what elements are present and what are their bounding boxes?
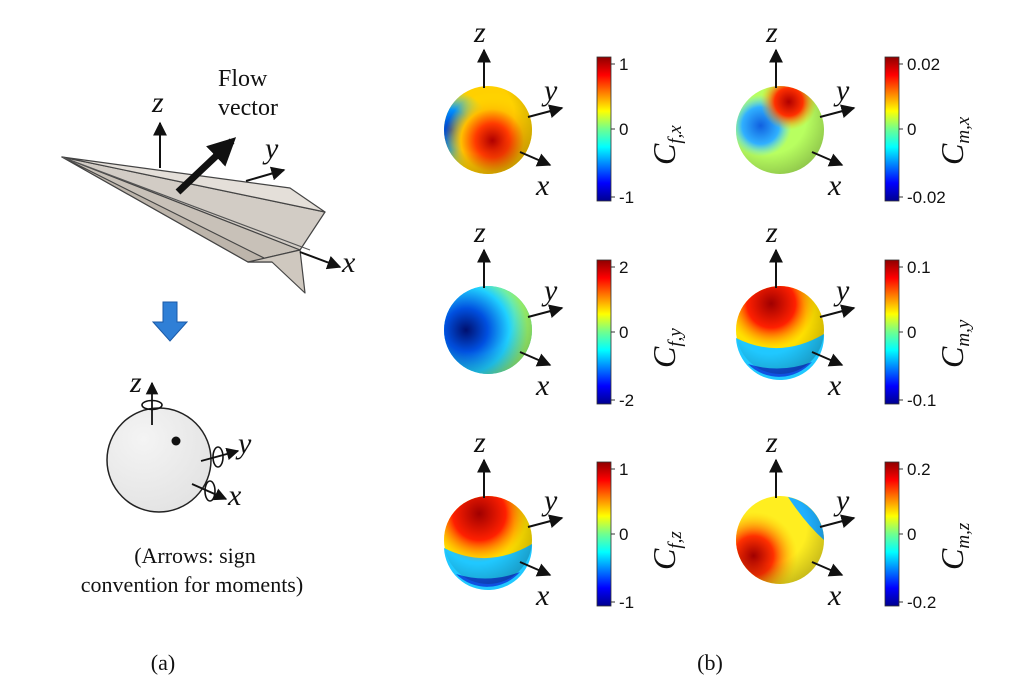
plane-x-axis (299, 251, 342, 270)
plane-z-label: z (151, 86, 164, 119)
sign-convention-sphere (106, 407, 212, 513)
x-axis-label: x (827, 169, 842, 202)
plot-m-y: z y x 0.1 0 -0.1 Cm,y (736, 216, 974, 410)
sign-note-line1: (Arrows: sign (134, 543, 256, 568)
z-axis-label: z (473, 16, 486, 49)
down-arrow-icon (151, 301, 189, 342)
sphere-z-label: z (129, 366, 142, 399)
y-axis (819, 104, 856, 118)
sphere-shading (736, 86, 824, 174)
colorbar-tick-label: -0.1 (907, 391, 936, 410)
plot-f-z: z y x 1 0 -1 Cf,z (444, 426, 686, 612)
colorbar-tick-label: 0 (907, 120, 916, 139)
colorbar-tick-label: -0.2 (907, 593, 936, 612)
y-axis-label: y (541, 484, 558, 517)
plane-y-axis (245, 166, 286, 182)
z-axis-label: z (765, 216, 778, 249)
colorbar-tick-label: 1 (619, 55, 628, 74)
colorbar-tick-label: 1 (619, 460, 628, 479)
z-axis-label: z (765, 426, 778, 459)
y-axis (527, 514, 564, 528)
paper-airplane (61, 156, 326, 294)
flow-label-line1: Flow (218, 66, 268, 92)
colorbar (884, 56, 900, 202)
colorbar (596, 259, 612, 405)
x-axis (519, 351, 552, 367)
caption-a: (a) (151, 650, 175, 675)
sphere-dot (171, 436, 181, 446)
y-axis-label: y (833, 274, 850, 307)
sign-note-line2: convention for moments) (81, 572, 303, 597)
colorbar-label: Cm,z (934, 522, 974, 570)
y-axis (527, 304, 564, 318)
panel-a: Flow vector z y x z y x (Arrows: sign co… (61, 66, 356, 675)
plot-m-x: z y x 0.02 0 -0.02 Cm,x (736, 16, 974, 207)
colorbar-tick-label: 0 (907, 323, 916, 342)
sphere-y-axis (200, 447, 240, 462)
colorbar-label: Cf,x (646, 125, 686, 165)
y-axis (527, 104, 564, 118)
colorbar (596, 461, 612, 607)
colorbar-tick-label: 0 (619, 120, 628, 139)
y-axis-label: y (541, 74, 558, 107)
colorbar-tick-label: -2 (619, 391, 634, 410)
colorbar-tick-label: 0.02 (907, 55, 940, 74)
x-axis-label: x (535, 169, 550, 202)
colorbar-tick-label: -1 (619, 593, 634, 612)
colorbar-tick-label: 0 (619, 323, 628, 342)
plane-x-label: x (341, 246, 356, 279)
sphere-shading (444, 86, 532, 174)
y-axis (819, 304, 856, 318)
plane-y-label: y (262, 132, 279, 165)
z-axis-label: z (765, 16, 778, 49)
sphere-shading (736, 286, 824, 374)
colorbar-tick-label: 2 (619, 258, 628, 277)
sphere-shading (444, 286, 532, 374)
y-axis (819, 514, 856, 528)
sphere-shading (444, 496, 532, 584)
sphere-x-axis (191, 483, 228, 501)
x-rotation-arrow (204, 480, 216, 502)
x-axis-label: x (827, 579, 842, 612)
y-axis-label: y (833, 74, 850, 107)
x-axis-label: x (535, 369, 550, 402)
x-axis (811, 151, 844, 167)
colorbar-label: Cf,y (646, 328, 686, 368)
y-axis-label: y (833, 484, 850, 517)
colorbar-label: Cm,x (934, 116, 974, 165)
colorbar-tick-label: -1 (619, 188, 634, 207)
z-axis-label: z (473, 216, 486, 249)
plot-m-z: z y x 0.2 0 -0.2 Cm,z (736, 426, 974, 612)
sphere-shading (736, 496, 824, 584)
sphere-x-label: x (227, 479, 242, 512)
flow-vector-arrow (175, 137, 237, 195)
colorbar-label: Cm,y (934, 319, 974, 368)
z-axis-label: z (473, 426, 486, 459)
colorbar-tick-label: 0 (619, 525, 628, 544)
colorbar-tick-label: 0.2 (907, 460, 931, 479)
plot-f-x: z y x 1 0 -1 Cf,x (444, 16, 686, 207)
z-rotation-arrow (141, 399, 163, 411)
colorbar-label: Cf,z (646, 531, 686, 570)
colorbar (884, 259, 900, 405)
x-axis (811, 561, 844, 577)
colorbar-tick-label: 0 (907, 525, 916, 544)
x-axis (519, 151, 552, 167)
flow-label-line2: vector (218, 95, 278, 121)
colorbar-tick-label: -0.02 (907, 188, 946, 207)
y-rotation-arrow (212, 446, 224, 468)
x-axis-label: x (535, 579, 550, 612)
colorbar (884, 461, 900, 607)
caption-b: (b) (697, 650, 723, 675)
sphere-y-label: y (235, 427, 252, 460)
x-axis (811, 351, 844, 367)
plot-f-y: z y x 2 0 -2 Cf,y (444, 216, 686, 410)
x-axis-label: x (827, 369, 842, 402)
colorbar-tick-label: 0.1 (907, 258, 931, 277)
y-axis-label: y (541, 274, 558, 307)
colorbar (596, 56, 612, 202)
panel-b: zyx10-1Cf,xzyx0.020-0.02Cm,xzyx20-2Cf,yz… (444, 16, 974, 612)
x-axis (519, 561, 552, 577)
